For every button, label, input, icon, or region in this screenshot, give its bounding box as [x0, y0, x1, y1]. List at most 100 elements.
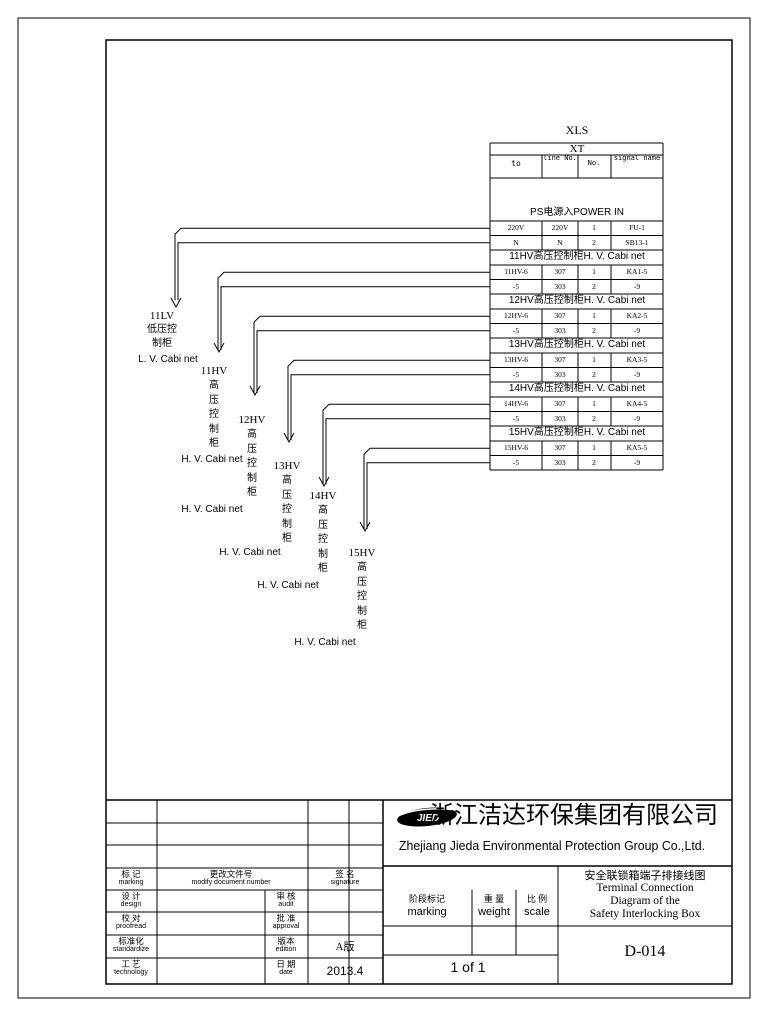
- section-0-row-1-to: -5: [512, 281, 520, 291]
- arrow-head: [249, 385, 261, 397]
- outer-border: [17, 17, 751, 999]
- section-0-row-0-to: 11HV-6: [504, 267, 528, 276]
- power-row-0-to: 220V: [507, 223, 525, 232]
- section-2-row-1-line: 303: [554, 369, 566, 379]
- section-4-row-0-signal: KA5-5: [626, 443, 648, 452]
- arrow-head: [359, 521, 371, 533]
- section-1-row-1-to: -5: [512, 325, 520, 335]
- wire-cab-1-b: [256, 330, 490, 393]
- cabinet-code-14hv: 14HV: [309, 490, 337, 502]
- block-title: XLS: [565, 123, 589, 137]
- section-0-row-1-line: 303: [554, 281, 566, 291]
- cabinet-en-11hv: H. V. Cabi net: [181, 454, 243, 465]
- power-row-1-line: N: [557, 237, 563, 247]
- section-4-row-1-no: 2: [592, 457, 596, 467]
- power-row-1-to: N: [513, 237, 519, 247]
- section-4-row-1-to: -5: [512, 457, 520, 467]
- power-section-title: PS电源入POWER IN: [530, 207, 624, 218]
- arrow-head: [283, 432, 295, 444]
- cabinet-cn-13hv-0: 高: [282, 475, 292, 486]
- power-row-0-no: 1: [592, 223, 596, 232]
- cabinet-cn-15hv-1: 压: [357, 576, 367, 588]
- section-2-row-1-no: 2: [592, 369, 596, 379]
- cabinet-cn-12hv-2: 控: [247, 458, 257, 469]
- arrow-head: [318, 476, 330, 488]
- cabinet-en-11lv: L. V. Cabi net: [138, 354, 198, 365]
- power-row-1-signal: SB13-1: [625, 237, 649, 247]
- label-weight-cn: 重 量: [483, 894, 505, 904]
- wire-cab-2-a: [287, 359, 490, 440]
- power-row-0-line: 220V: [551, 223, 569, 232]
- cabinet-cn-11hv-1: 压: [209, 394, 219, 406]
- arrow-head: [170, 297, 182, 309]
- label-standardize-cn: 标准化: [118, 936, 144, 946]
- label-technology-cn: 工 艺: [121, 959, 141, 969]
- inner-border: [105, 39, 733, 985]
- edition-value: A版: [335, 941, 355, 953]
- header-to: to: [511, 159, 521, 168]
- label-edition-cn: 版本: [277, 936, 295, 946]
- wire-cab-4-a: [363, 447, 490, 529]
- cabinet-cn-15hv-0: 高: [357, 562, 367, 573]
- section-1-row-1-line: 303: [554, 325, 566, 335]
- section-0-row-0-line: 307: [554, 267, 566, 276]
- label-proofread-cn: 校 对: [121, 913, 141, 923]
- section-2-row-1-signal: -9: [633, 369, 641, 379]
- label-design-cn: 设 计: [121, 891, 141, 901]
- cabinet-cn-11lv-0: 低压控: [147, 324, 177, 335]
- drawing-title-cn: 安全联锁箱端子排接线图: [584, 870, 706, 882]
- section-title-1: 12HV高压控制柜H. V. Cabi net: [508, 295, 646, 306]
- section-4-row-0-line: 307: [554, 443, 566, 452]
- cabinet-cn-14hv-3: 制: [318, 548, 328, 560]
- cabinet-cn-11hv-2: 控: [209, 409, 219, 420]
- cabinet-cn-11hv-0: 高: [209, 380, 219, 391]
- cabinet-en-15hv: H. V. Cabi net: [294, 637, 356, 648]
- label-stage-marking-en: marking: [407, 906, 447, 918]
- section-4-row-0-to: 15HV-6: [504, 443, 528, 452]
- company-logo-icon: JIED: [397, 807, 459, 827]
- cabinet-cn-14hv-4: 柜: [318, 563, 328, 574]
- section-1-row-0-no: 1: [592, 311, 596, 320]
- section-3-row-0-signal: KA4-5: [626, 399, 648, 408]
- label-standardize-en: standardize: [112, 946, 150, 953]
- section-2-row-1-to: -5: [512, 369, 520, 379]
- label-stage-marking-cn: 阶段标记: [408, 894, 445, 904]
- cabinet-en-14hv: H. V. Cabi net: [257, 580, 319, 591]
- section-3-row-1-to: -5: [512, 413, 520, 423]
- drawing-number: D-014: [624, 943, 666, 960]
- cabinet-cn-12hv-0: 高: [247, 429, 257, 440]
- label-proofread-en: proofread: [116, 923, 146, 930]
- cabinet-code-11hv: 11HV: [200, 365, 228, 377]
- section-1-row-0-to: 12HV-6: [504, 311, 528, 320]
- label-technology-en: technology: [114, 969, 148, 976]
- arrow-head: [213, 342, 225, 354]
- label-weight-en: weight: [478, 906, 510, 918]
- section-title-3: 14HV高压控制柜H. V. Cabi net: [508, 383, 646, 394]
- section-3-row-0-line: 307: [554, 399, 566, 408]
- label-signature-en: signature: [330, 879, 360, 886]
- drawing-title-en-2: Safety Interlocking Box: [589, 908, 701, 920]
- section-0-row-1-signal: -9: [633, 281, 641, 291]
- date-value: 2013.4: [326, 964, 364, 978]
- cabinet-cn-13hv-3: 制: [282, 518, 292, 530]
- label-audit-en: audit: [278, 901, 294, 908]
- svg-text:JIED: JIED: [417, 813, 439, 824]
- section-title-2: 13HV高压控制柜H. V. Cabi net: [508, 339, 646, 350]
- wire-cab-2-b: [290, 374, 490, 440]
- cabinet-cn-11hv-3: 制: [209, 423, 219, 435]
- label-scale-en: scale: [524, 906, 550, 918]
- cabinet-cn-11hv-4: 柜: [209, 438, 219, 449]
- section-title-0: 11HV高压控制柜H. V. Cabi net: [509, 251, 645, 262]
- section-title-4: 15HV高压控制柜H. V. Cabi net: [508, 427, 646, 438]
- section-3-row-0-to: 14HV-6: [504, 399, 528, 408]
- cabinet-cn-13hv-1: 压: [282, 489, 292, 501]
- label-approval-cn: 批 准: [276, 913, 296, 923]
- wire-cab-1-a: [253, 315, 490, 393]
- section-1-row-1-signal: -9: [633, 325, 641, 335]
- section-3-row-1-no: 2: [592, 413, 596, 423]
- cabinet-code-15hv: 15HV: [348, 547, 376, 559]
- wire-cab-3-b: [325, 418, 490, 484]
- cabinet-cn-12hv-4: 柜: [247, 487, 257, 498]
- label-edition-en: edition: [275, 946, 297, 953]
